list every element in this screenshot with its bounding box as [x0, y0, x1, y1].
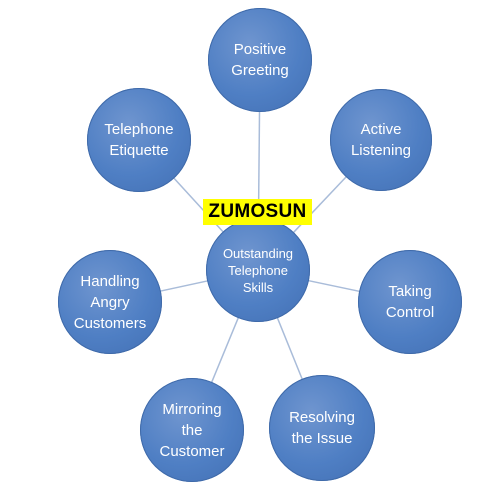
node-label-line: Angry — [90, 293, 130, 311]
node-label-line: Taking — [388, 283, 432, 300]
node-label-line: Mirroring — [162, 400, 222, 418]
node-label-line: Telephone — [228, 262, 288, 278]
connector-taking-control — [306, 279, 362, 293]
node-label-line: Positive — [233, 41, 287, 58]
node-label-line: Handling — [80, 272, 140, 290]
node-label-line: Skills — [242, 279, 274, 295]
connector-handling-angry-customers — [158, 279, 210, 293]
watermark-text: ZUMOSUN — [208, 201, 307, 222]
node-label-line: Resolving — [289, 409, 355, 426]
node-label-line: the Issue — [291, 430, 353, 447]
node-resolving-the-issue: Resolving the Issue — [269, 375, 375, 481]
node-label-line: Listening — [350, 142, 412, 159]
connector-mirroring-the-customer — [210, 315, 240, 385]
node-label-line: Telephone — [104, 121, 174, 138]
node-label-line: Greeting — [231, 62, 289, 79]
watermark-badge: ZUMOSUN — [203, 199, 312, 225]
node-label-line: Active — [360, 121, 402, 138]
node-label-line: Customers — [73, 314, 147, 332]
node-label-line: Control — [385, 304, 435, 321]
node-label-line: Customer — [159, 442, 225, 460]
connector-resolving-the-issue — [276, 316, 304, 382]
node-label-line: Etiquette — [109, 142, 169, 159]
node-label-line: Outstanding — [222, 245, 294, 261]
node-label-line: the — [181, 421, 203, 439]
node-label-resolving-the-issue: Resolving the Issue — [276, 407, 367, 449]
